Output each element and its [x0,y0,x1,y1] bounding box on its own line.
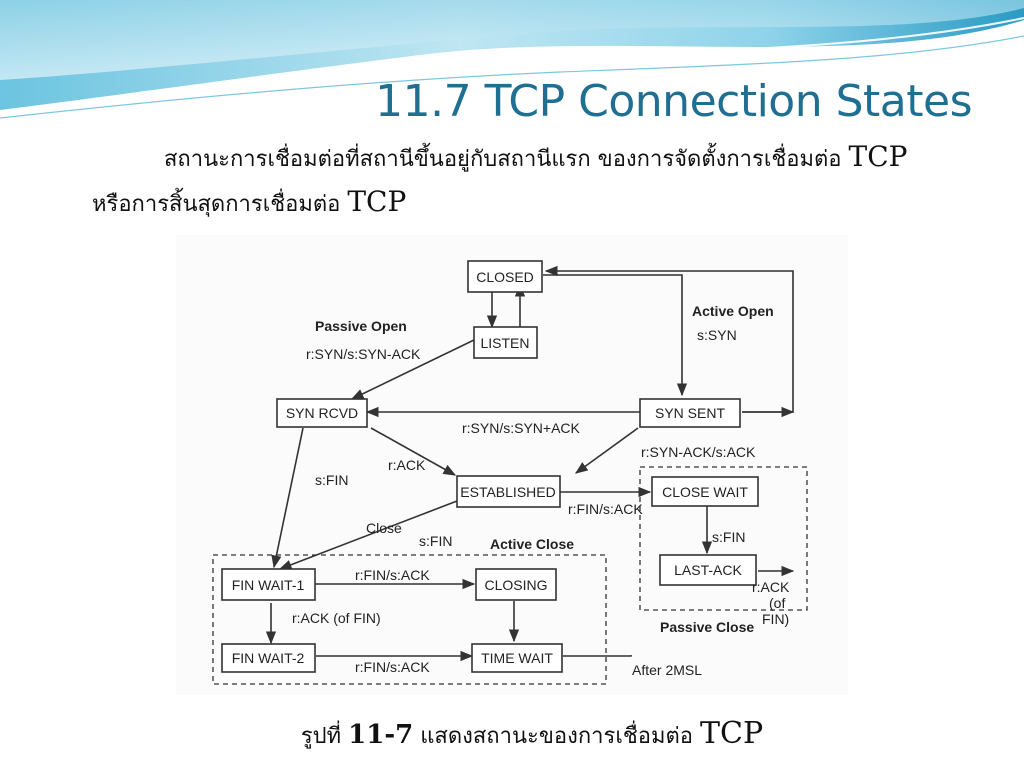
state-listen-label: LISTEN [480,335,529,351]
label-close: Close [366,520,402,536]
state-fin-wait-2: FIN WAIT-2 [221,643,316,673]
label-s-fin-left: s:FIN [315,472,348,488]
label-passive-close: Passive Close [660,619,754,635]
label-r-ack-of-fin: r:ACK (of FIN) [292,610,381,626]
state-last-ack: LAST-ACK [659,554,757,586]
state-syn-sent: SYN SENT [639,398,741,428]
intro-line-2-tcp: TCP [347,185,407,218]
state-last-ack-label: LAST-ACK [674,562,742,578]
caption-prefix: รูปที่ [300,724,342,749]
state-established-label: ESTABLISHED [460,484,555,500]
state-time-wait-label: TIME WAIT [481,650,553,666]
header-wave-decoration [0,0,1024,119]
intro-line-2-text: หรือการสิ้นสุดการเชื่อมต่อ [92,192,341,217]
transition-edges [265,265,795,662]
tcp-state-diagram: CLOSED LISTEN SYN RCVD SYN SENT ESTABLIS… [176,235,848,695]
state-established: ESTABLISHED [456,475,561,508]
label-active-close: Active Close [490,536,574,552]
state-syn-rcvd: SYN RCVD [276,398,368,428]
intro-line-1: สถานะการเชื่อมต่อที่สถานีขึ้นอยู่กับสถาน… [92,136,972,181]
state-closing-label: CLOSING [484,577,547,593]
intro-line-2: หรือการสิ้นสุดการเชื่อมต่อ TCP [92,181,972,226]
state-close-wait: CLOSE WAIT [651,476,759,507]
intro-line-1-text: สถานะการเชื่อมต่อที่สถานีขึ้นอยู่กับสถาน… [164,147,842,172]
label-r-fin-s-ack-closing: r:FIN/s:ACK [355,567,430,583]
label-r-fin-s-ack-established: r:FIN/s:ACK [568,501,643,517]
slide-title: 11.7 TCP Connection States [375,76,972,127]
state-listen: LISTEN [473,326,538,359]
label-passive-open: Passive Open [315,318,407,334]
label-s-fin-right: s:FIN [712,529,745,545]
intro-text: สถานะการเชื่อมต่อที่สถานีขึ้นอยู่กับสถาน… [92,136,972,226]
passive-close-region [639,466,808,611]
caption-text: แสดงสถานะของการเชื่อมต่อ [420,724,693,749]
state-closed-label: CLOSED [476,269,534,285]
label-after-2msl: After 2MSL [632,662,702,678]
label-r-syn-ack-s-ack: r:SYN-ACK/s:ACK [641,444,756,460]
state-closing: CLOSING [475,568,557,601]
intro-line-1-tcp: TCP [848,140,908,173]
label-r-ack-last-2: (of [769,595,785,611]
state-closed: CLOSED [467,260,543,293]
figure-caption: รูปที่ 11-7 แสดงสถานะของการเชื่อมต่อ TCP [0,716,1024,753]
state-fin-wait-1-label: FIN WAIT-1 [232,577,305,593]
state-syn-sent-label: SYN SENT [655,405,725,421]
state-fin-wait-2-label: FIN WAIT-2 [232,650,305,666]
label-r-ack-last-3: FIN) [762,611,789,627]
label-s-syn: s:SYN [697,327,737,343]
label-r-syn-s-syn-plus-ack: r:SYN/s:SYN+ACK [462,420,581,436]
label-r-ack-last-1: r:ACK [752,579,790,595]
caption-number: 11-7 [348,720,414,750]
label-r-fin-s-ack-time-wait: r:FIN/s:ACK [355,659,430,675]
state-time-wait: TIME WAIT [471,643,563,673]
label-r-ack: r:ACK [388,457,426,473]
state-fin-wait-1: FIN WAIT-1 [221,568,316,601]
label-s-fin-mid: s:FIN [419,533,452,549]
label-active-open: Active Open [692,303,774,319]
state-close-wait-label: CLOSE WAIT [662,484,748,500]
caption-tcp: TCP [699,716,764,751]
label-r-syn-s-syn-ack: r:SYN/s:SYN-ACK [306,346,421,362]
state-syn-rcvd-label: SYN RCVD [286,405,358,421]
